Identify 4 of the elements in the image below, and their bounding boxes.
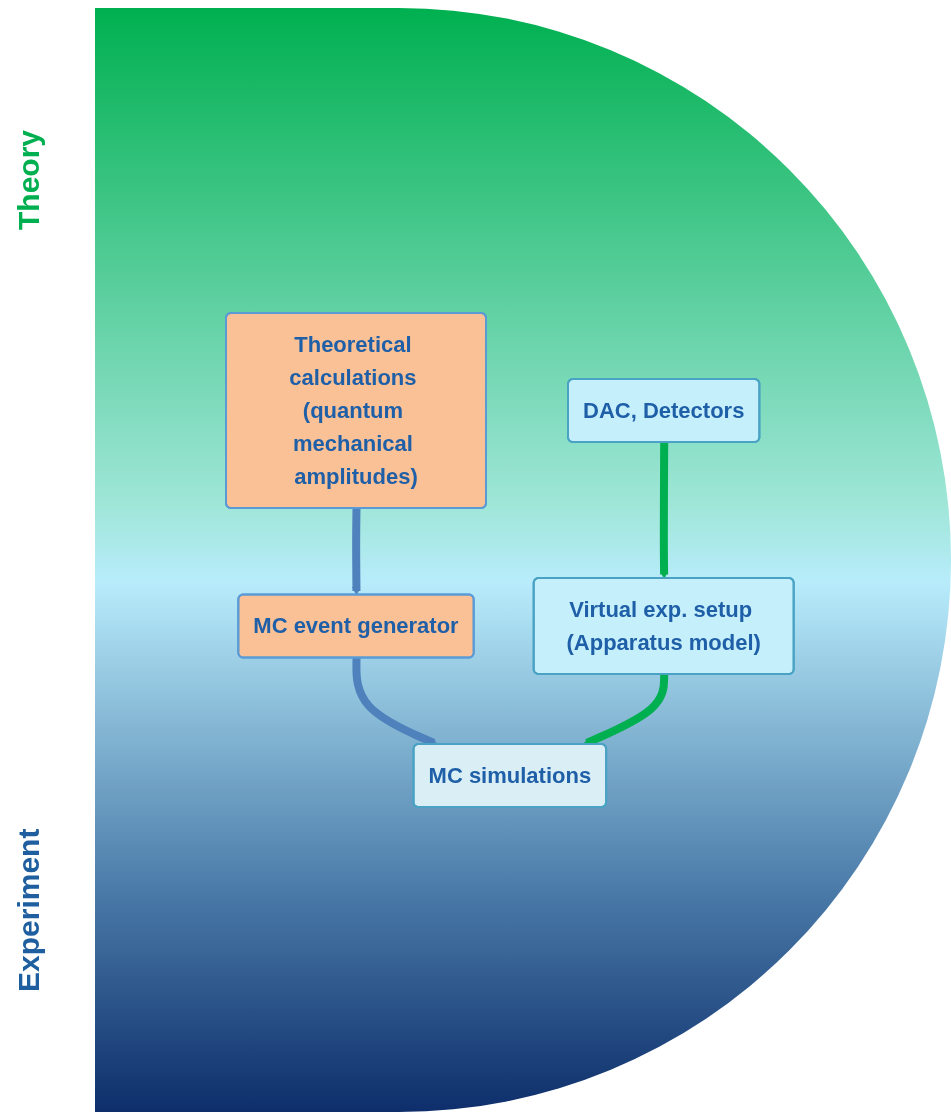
side-label: Theory [12,129,46,232]
side-label: Experiment [12,827,46,994]
arrow [352,508,361,596]
arrow [659,442,669,579]
